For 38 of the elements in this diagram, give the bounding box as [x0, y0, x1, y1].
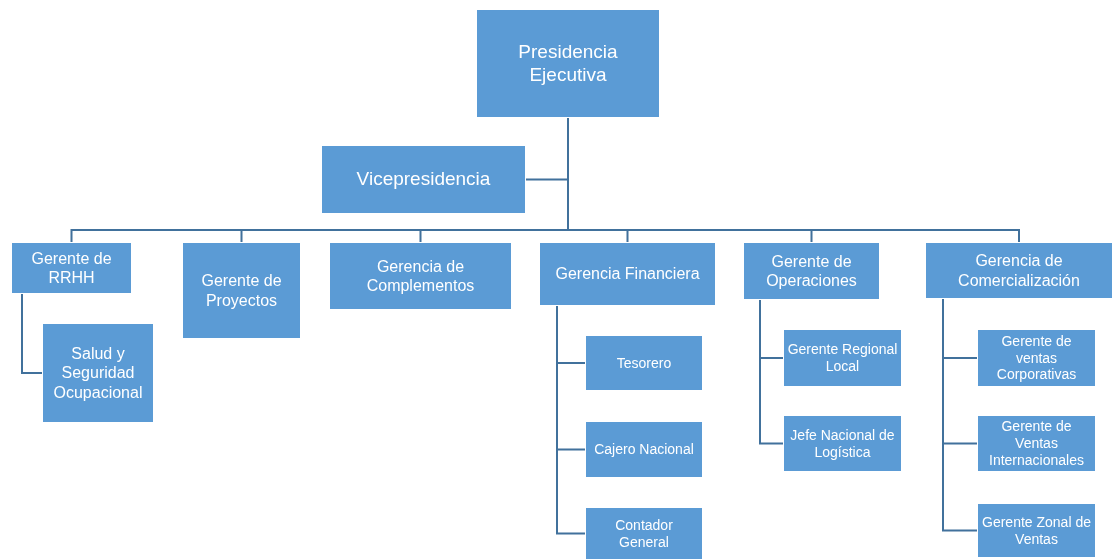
role-label: Gerente de Ventas Internacionales — [988, 418, 1085, 469]
role-label: Jefe Nacional de Logística — [789, 426, 896, 461]
org-box — [743, 242, 880, 300]
org-box — [476, 9, 660, 118]
org-box — [925, 242, 1113, 299]
org-box — [182, 242, 301, 339]
role-label: Salud y Seguridad Ocupacional — [52, 344, 144, 402]
org-box — [585, 507, 703, 560]
role-label: Tesorero — [616, 354, 672, 372]
role-label: Contador General — [614, 516, 674, 551]
connector-line — [556, 305, 586, 535]
role-label: Gerente de RRHH — [30, 248, 113, 288]
role-label: Gerente Zonal de Ventas — [981, 513, 1092, 548]
org-box — [329, 242, 512, 310]
org-box — [783, 415, 902, 472]
org-box — [977, 329, 1096, 387]
role-label: Gerente de Operaciones — [765, 251, 858, 291]
connector-line — [942, 298, 978, 532]
org-box — [977, 415, 1096, 472]
connector-line — [21, 293, 43, 374]
role-label: Presidencia Ejecutiva — [517, 40, 619, 87]
role-label: Gerencia Financiera — [555, 264, 700, 284]
org-box — [585, 421, 703, 478]
role-label: Gerencia de Complementos — [365, 256, 476, 296]
org-box — [977, 503, 1096, 558]
role-label: Cajero Nacional — [594, 441, 694, 458]
role-label: Gerencia de Comercialización — [957, 251, 1081, 290]
org-box — [11, 242, 132, 294]
org-box — [585, 335, 703, 391]
role-label: Vicepresidencia — [356, 168, 491, 191]
role-label: Gerente Regional Local — [787, 341, 898, 375]
role-label: Gerente de Proyectos — [200, 271, 283, 310]
org-box — [42, 323, 154, 423]
org-box — [539, 242, 716, 306]
role-label: Gerente de ventas Corporativas — [995, 332, 1078, 384]
connector-line — [759, 299, 784, 445]
org-box — [321, 145, 526, 214]
org-box — [783, 329, 902, 387]
